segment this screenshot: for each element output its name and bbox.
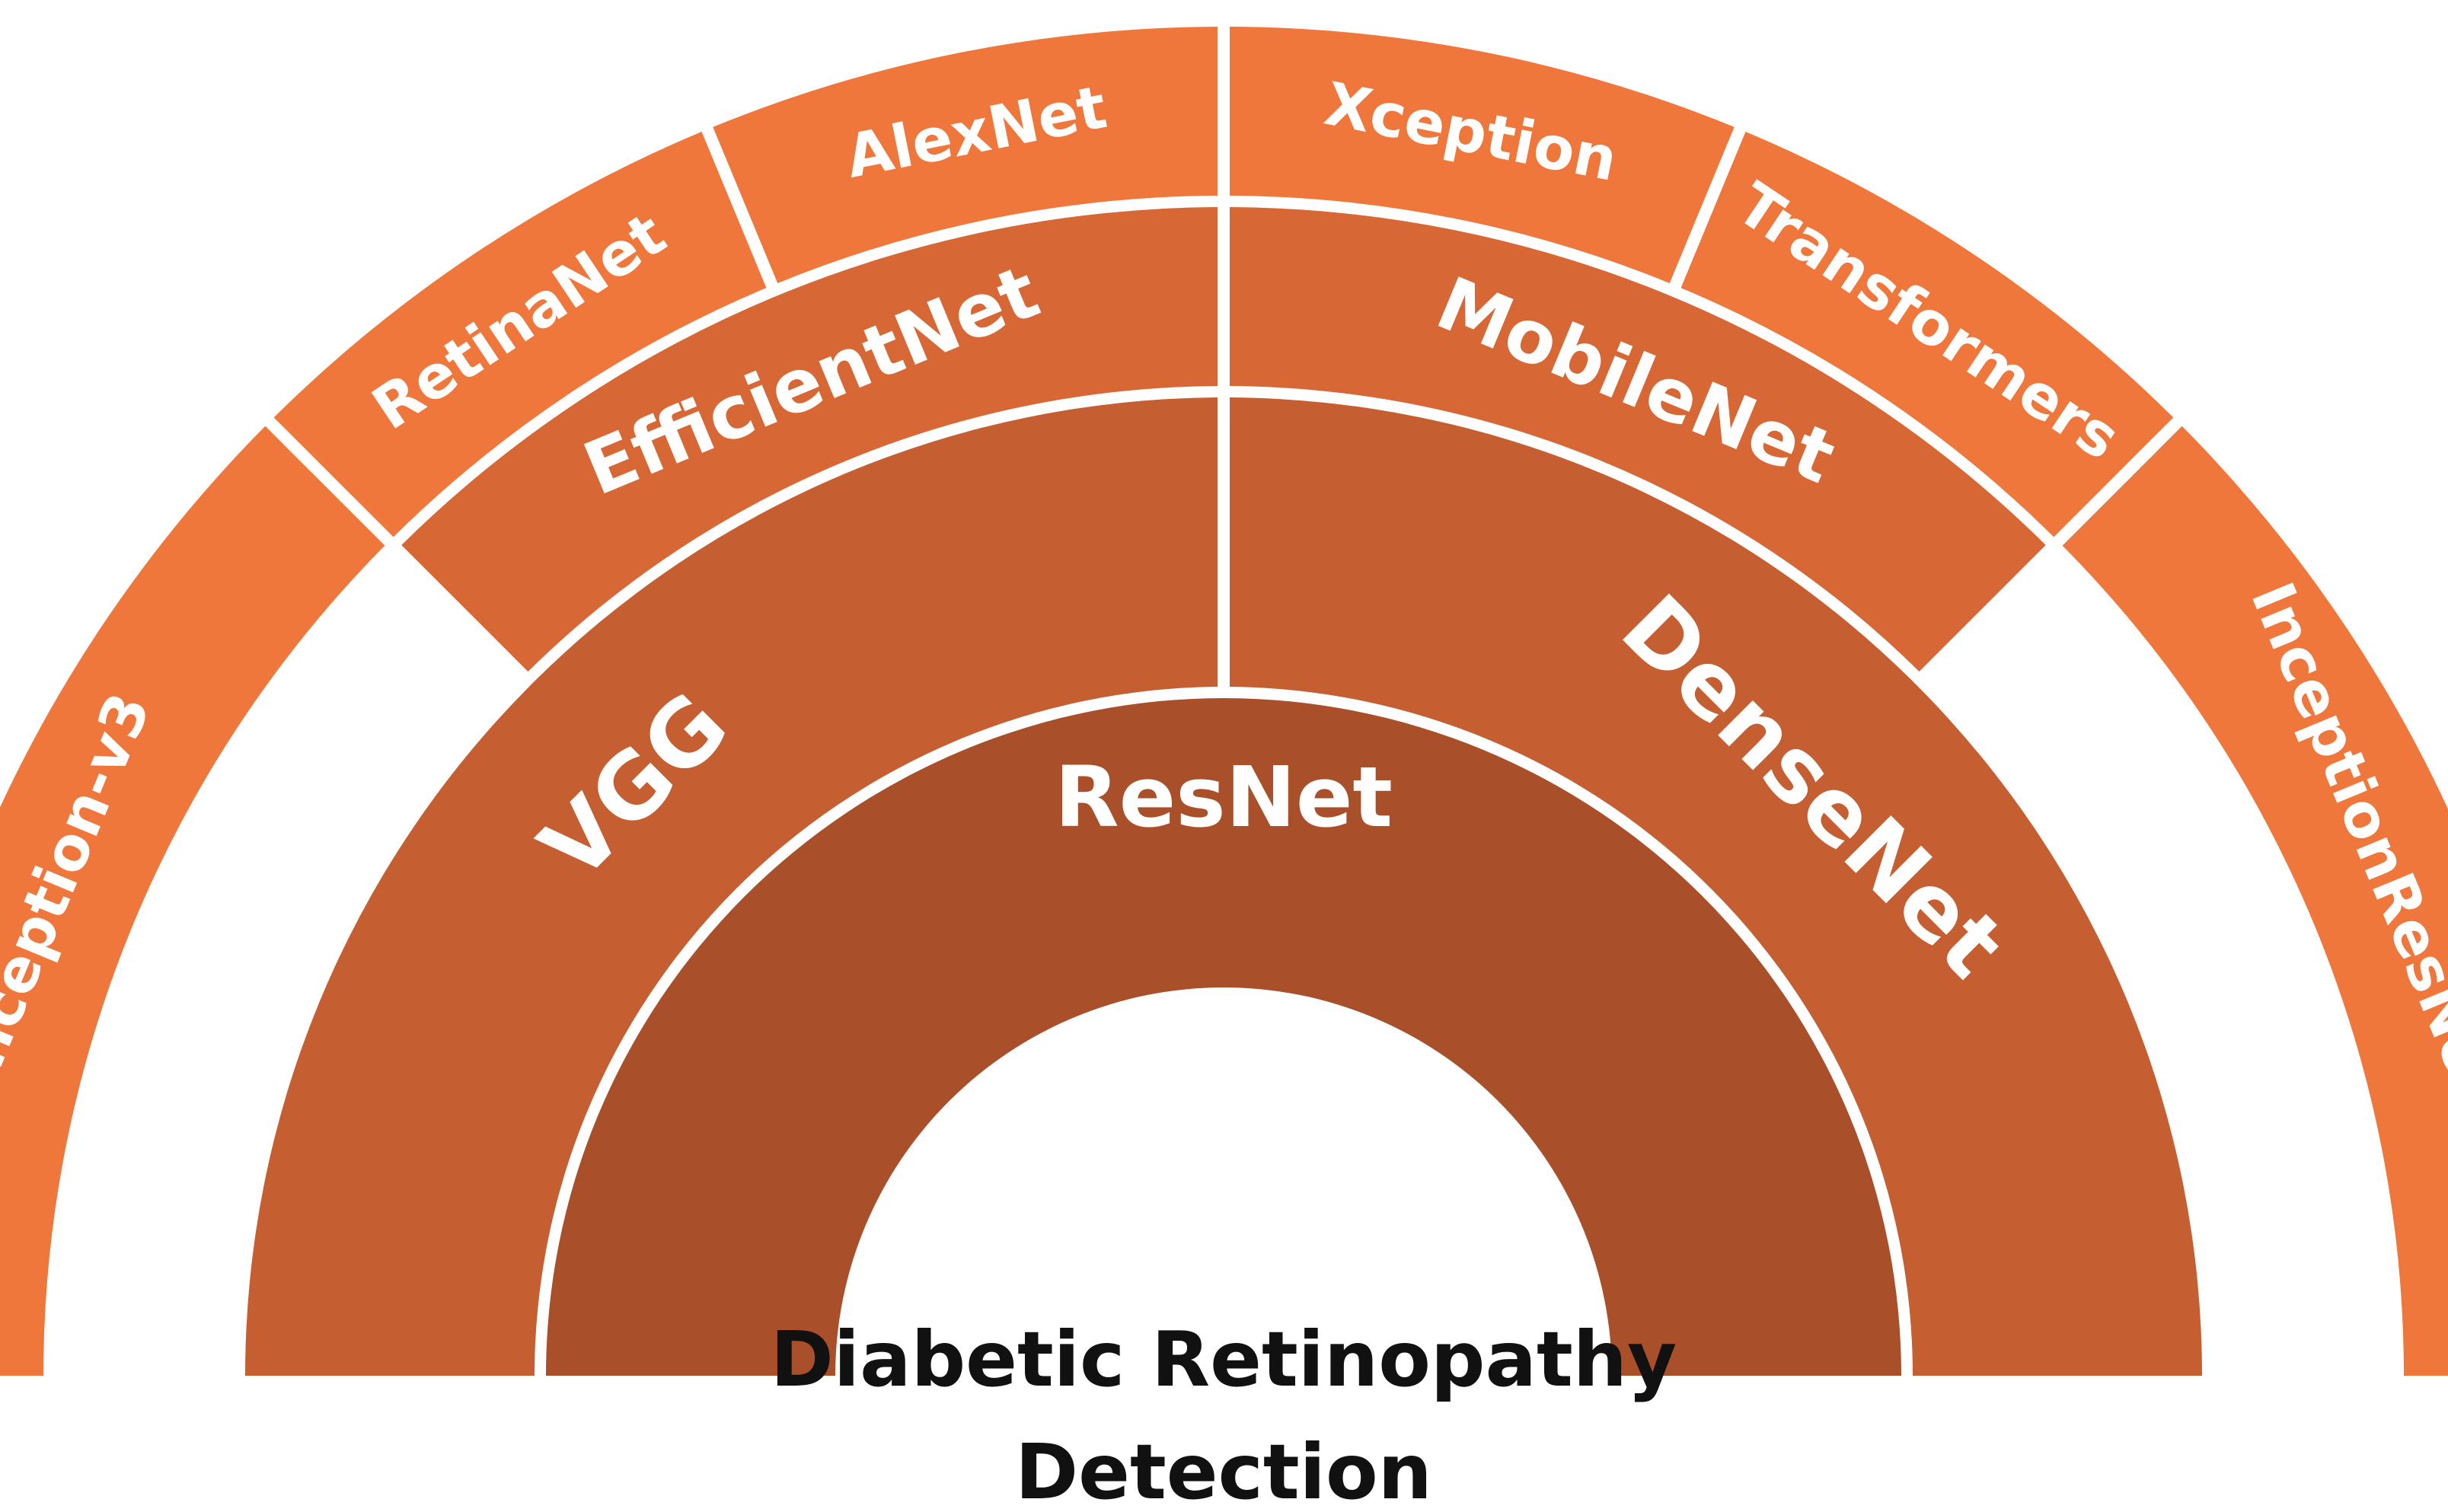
center-title-line-1: Diabetic Retinopathy xyxy=(771,1315,1677,1404)
segment-mobilenet xyxy=(1230,207,2046,672)
segment-vgg xyxy=(245,397,1218,1376)
center-title-line-2: Detection xyxy=(1015,1427,1432,1512)
segment-inceptionresnet-v2 xyxy=(2062,426,2448,1376)
segment-retinanet xyxy=(273,131,767,537)
segment-efficientnet xyxy=(401,207,1218,672)
segment-alexnet xyxy=(713,27,1218,283)
segment-xception xyxy=(1230,27,1735,283)
segment-transformers xyxy=(1680,131,2174,537)
segment-densenet xyxy=(1229,397,2202,1376)
segment-resnet xyxy=(546,698,1901,1376)
segment-inception-v3 xyxy=(0,426,385,1376)
label-resnet: ResNet xyxy=(1055,748,1393,846)
